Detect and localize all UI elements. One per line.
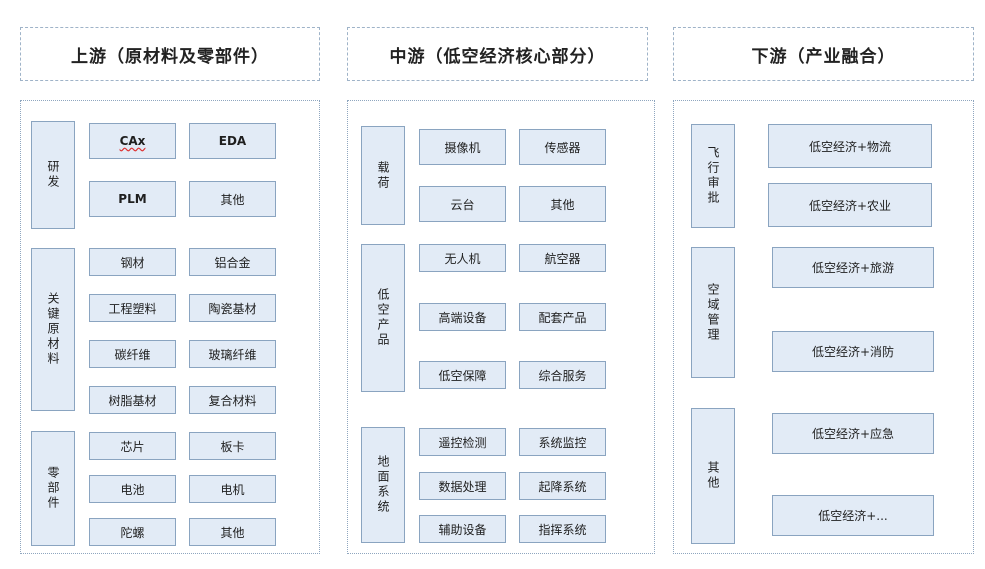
upstream-item-glass-fiber: 玻璃纤维 (189, 340, 276, 368)
downstream-item-agriculture: 低空经济+农业 (768, 183, 932, 227)
midstream-item-high-end-equipment: 高端设备 (419, 303, 506, 331)
upstream-header: 上游（原材料及零部件） (20, 27, 320, 81)
upstream-group-components-label: 零部件 (46, 466, 60, 511)
midstream-title: 中游（低空经济核心部分） (389, 46, 606, 67)
upstream-item-chip: 芯片 (89, 432, 176, 460)
upstream-item-eda: EDA (189, 123, 276, 159)
downstream-item-emergency: 低空经济+应急 (772, 413, 934, 454)
midstream-item-takeoff-landing: 起降系统 (519, 472, 606, 500)
downstream-item-logistics: 低空经济+物流 (768, 124, 932, 168)
midstream-group-products: 低空产品 (361, 244, 405, 392)
midstream-item-other-payload: 其他 (519, 186, 606, 222)
midstream-item-system-monitoring: 系统监控 (519, 428, 606, 456)
midstream-header: 中游（低空经济核心部分） (347, 27, 648, 81)
upstream-item-motor: 电机 (189, 475, 276, 503)
midstream-group-payload: 载荷 (361, 126, 405, 225)
midstream-item-integrated-services: 综合服务 (519, 361, 606, 389)
midstream-group-products-label: 低空产品 (376, 288, 390, 348)
upstream-item-carbon-fiber: 碳纤维 (89, 340, 176, 368)
downstream-group-flight-approval-label: 飞行审批 (706, 146, 720, 206)
upstream-group-materials-label: 关键原材料 (46, 292, 60, 367)
midstream-group-ground-label: 地面系统 (376, 455, 390, 515)
midstream-group-payload-label: 载荷 (376, 160, 390, 191)
upstream-title: 上游（原材料及零部件） (71, 46, 269, 67)
midstream-item-auxiliary-equipment: 辅助设备 (419, 515, 506, 543)
downstream-item-firefighting: 低空经济+消防 (772, 331, 934, 372)
midstream-item-supporting-products: 配套产品 (519, 303, 606, 331)
upstream-item-plastics: 工程塑料 (89, 294, 176, 322)
upstream-group-rd: 研发 (31, 121, 75, 229)
midstream-item-low-altitude-support: 低空保障 (419, 361, 506, 389)
downstream-group-other-label: 其他 (706, 461, 720, 491)
upstream-group-materials: 关键原材料 (31, 248, 75, 411)
upstream-item-plm: PLM (89, 181, 176, 217)
upstream-item-ceramics: 陶瓷基材 (189, 294, 276, 322)
midstream-group-ground: 地面系统 (361, 427, 405, 543)
upstream-item-composite: 复合材料 (189, 386, 276, 414)
downstream-item-more: 低空经济+... (772, 495, 934, 536)
upstream-item-cax: CAx (89, 123, 176, 159)
midstream-item-sensor: 传感器 (519, 129, 606, 165)
upstream-item-other-rd: 其他 (189, 181, 276, 217)
downstream-title: 下游（产业融合） (751, 46, 896, 67)
upstream-item-other-components: 其他 (189, 518, 276, 546)
upstream-item-aluminum: 铝合金 (189, 248, 276, 276)
upstream-group-rd-label: 研发 (46, 160, 60, 190)
upstream-group-components: 零部件 (31, 431, 75, 546)
downstream-item-tourism: 低空经济+旅游 (772, 247, 934, 288)
downstream-group-airspace: 空域管理 (691, 247, 735, 378)
midstream-item-camera: 摄像机 (419, 129, 506, 165)
upstream-item-gyro: 陀螺 (89, 518, 176, 546)
upstream-item-cax-label: CAx (119, 134, 146, 148)
midstream-item-command-system: 指挥系统 (519, 515, 606, 543)
upstream-item-battery: 电池 (89, 475, 176, 503)
upstream-item-steel: 钢材 (89, 248, 176, 276)
downstream-group-flight-approval: 飞行审批 (691, 124, 735, 228)
upstream-item-board: 板卡 (189, 432, 276, 460)
downstream-header: 下游（产业融合） (673, 27, 974, 81)
downstream-group-other: 其他 (691, 408, 735, 544)
upstream-item-resin: 树脂基材 (89, 386, 176, 414)
midstream-item-drone: 无人机 (419, 244, 506, 272)
downstream-group-airspace-label: 空域管理 (706, 282, 720, 343)
midstream-item-data-processing: 数据处理 (419, 472, 506, 500)
midstream-item-aircraft: 航空器 (519, 244, 606, 272)
midstream-item-gimbal: 云台 (419, 186, 506, 222)
midstream-item-remote-detection: 遥控检测 (419, 428, 506, 456)
